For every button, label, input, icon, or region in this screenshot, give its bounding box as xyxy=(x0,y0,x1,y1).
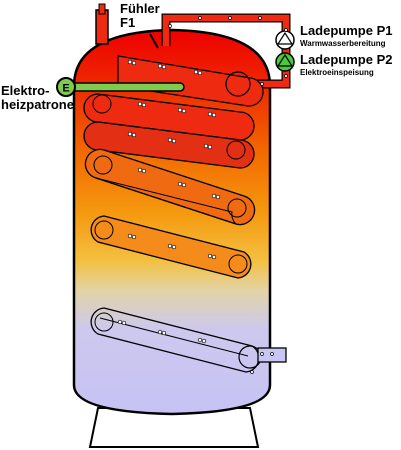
pump-p2-icon xyxy=(275,52,295,72)
heating-coil-2 xyxy=(84,148,256,226)
pump2-subtitle: Elektroeinspeisung xyxy=(300,68,374,77)
heating-coil-1 xyxy=(83,93,255,169)
heater-label-line2: heizpatrone xyxy=(1,97,74,112)
sensor-label-line1: Fühler xyxy=(120,1,160,16)
sensor-label-line2: F1 xyxy=(120,15,135,30)
pump-p1-icon xyxy=(275,30,295,50)
pump2-title: Ladepumpe P2 xyxy=(300,52,392,67)
top-coil xyxy=(117,55,264,107)
sensor-f1-pointer xyxy=(149,33,159,49)
heater-label-line1: Elektro- xyxy=(1,83,49,98)
pump1-title: Ladepumpe P1 xyxy=(300,23,392,38)
flow-dots xyxy=(117,16,288,374)
electric-heater-rod xyxy=(56,77,185,97)
sensor-inlet-pipe xyxy=(95,3,109,45)
heater-symbol: E xyxy=(62,83,69,95)
pump1-subtitle: Warmwasserbereitung xyxy=(300,39,386,48)
